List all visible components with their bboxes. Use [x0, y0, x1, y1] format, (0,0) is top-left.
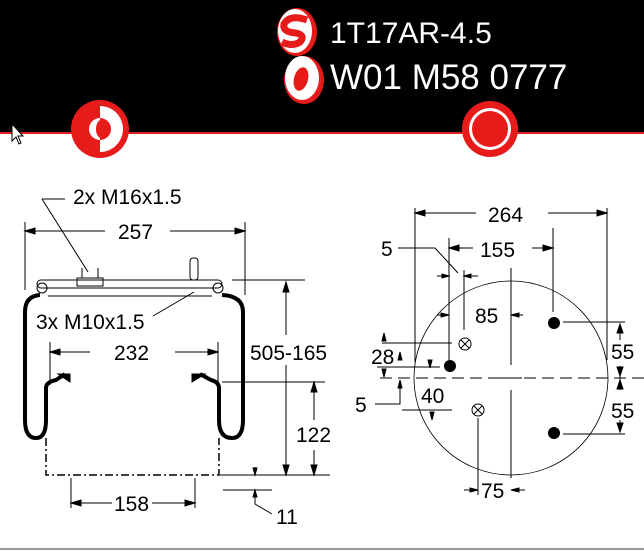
y-offset-40-label: 40 — [421, 385, 444, 408]
mounting-hole — [548, 317, 560, 329]
o-logo-icon — [284, 56, 324, 104]
bottom-divider — [0, 548, 644, 550]
diameter-label: 264 — [488, 204, 523, 227]
mouse-cursor-icon — [11, 122, 25, 145]
y-offset-5-label: 5 — [355, 394, 367, 417]
mounting-hole — [548, 427, 560, 439]
top-view — [375, 208, 644, 495]
model-number: 1T17AR-4.5 — [330, 17, 492, 50]
offset-small-label: 5 — [381, 238, 393, 261]
header-icons — [277, 8, 324, 104]
vent-hole-icon — [471, 403, 485, 417]
overall-width-label: 257 — [118, 221, 153, 244]
height-range-label: 505-165 — [250, 342, 327, 365]
center-offset-label: 85 — [475, 305, 498, 328]
stud-thread-label: 3x M10x1.5 — [36, 311, 145, 334]
offset-label: 11 — [276, 506, 298, 529]
filled-circle-icon — [462, 101, 518, 157]
hole-spacing-label: 155 — [480, 239, 515, 262]
vent-hole-icon — [458, 337, 472, 351]
upper-spacing-label: 55 — [611, 341, 634, 364]
piston-width-label: 232 — [114, 342, 149, 365]
top-thread-label: 2x M16x1.5 — [73, 186, 182, 209]
part-number: W01 M58 0777 — [330, 58, 568, 97]
piston-height-label: 122 — [296, 424, 331, 447]
s-logo-icon — [277, 8, 317, 56]
lower-offset-label: 75 — [481, 480, 504, 503]
y-offset-28-label: 28 — [371, 346, 394, 369]
half-circle-icon — [71, 100, 129, 158]
mounting-hole — [444, 360, 456, 372]
lower-spacing-label: 55 — [611, 400, 634, 423]
side-view — [23, 198, 330, 515]
piston-base-label: 158 — [114, 493, 149, 516]
